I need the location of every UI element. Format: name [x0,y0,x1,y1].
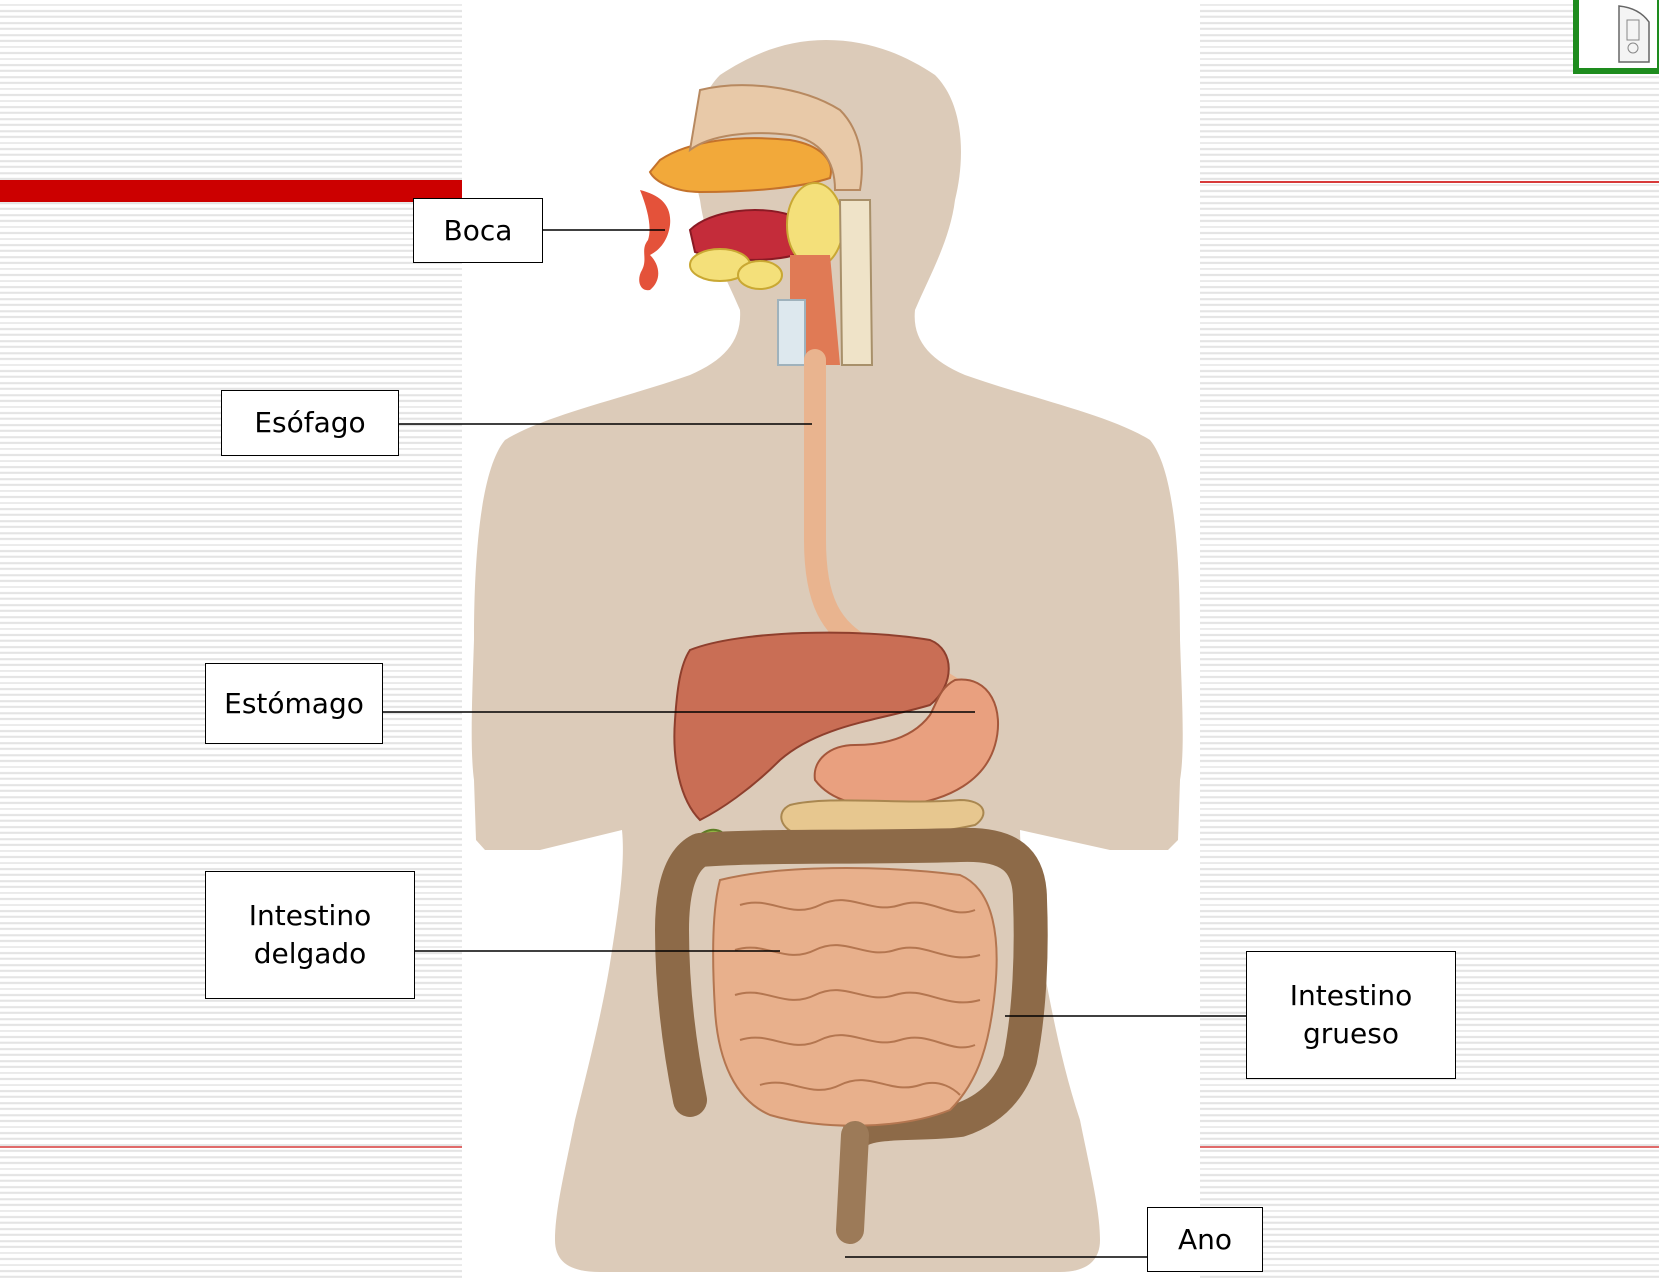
label-intestino-delgado: Intestino delgado [205,871,415,999]
label-ano-text: Ano [1178,1221,1232,1259]
label-intestino-delgado-text: Intestino delgado [249,897,371,973]
label-esofago-text: Esófago [254,404,365,442]
cervical-spine [840,200,872,365]
label-estomago: Estómago [205,663,383,744]
label-boca-text: Boca [444,212,513,250]
label-estomago-text: Estómago [224,685,364,723]
label-intestino-grueso: Intestino grueso [1246,951,1456,1079]
label-esofago: Esófago [221,390,399,456]
trachea [778,300,805,365]
label-ano: Ano [1147,1207,1263,1272]
label-boca: Boca [413,198,543,263]
nasal-cavity [650,138,831,192]
salivary-gland-parotid [787,183,843,267]
rectum [850,1135,855,1230]
small-intestine [713,868,996,1126]
label-intestino-grueso-text: Intestino grueso [1290,977,1412,1053]
salivary-gland-sublingual [738,261,782,289]
mouth-lips [639,190,670,290]
